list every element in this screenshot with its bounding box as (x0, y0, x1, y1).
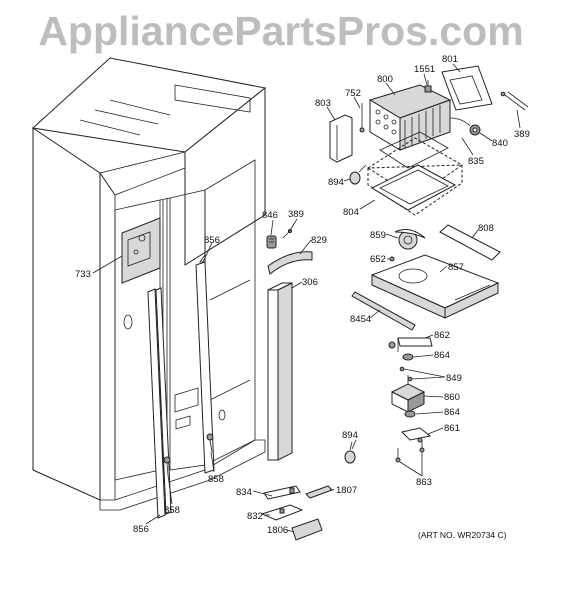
label-859: 859 (370, 230, 386, 241)
label-801: 801 (442, 54, 458, 65)
label-834: 834 (236, 487, 252, 498)
part-861-bracket (401, 427, 432, 443)
part-834-hinge (263, 485, 301, 500)
label-857: 857 (448, 262, 464, 273)
label-835: 835 (468, 156, 484, 167)
label-389-center: 389 (288, 209, 304, 220)
part-804-drain-pan (367, 131, 463, 216)
part-803-bracket (329, 114, 353, 163)
part-1807-cover (305, 485, 333, 499)
watermark-text: AppliancePartsPros.com (38, 8, 524, 54)
part-856-strip-left (147, 287, 172, 519)
part-862-bracket (388, 337, 433, 352)
label-1806: 1806 (267, 525, 288, 536)
label-894-upper: 894 (328, 177, 344, 188)
part-857-panel (370, 254, 500, 319)
label-856-lower: 856 (133, 524, 149, 535)
label-804: 804 (343, 207, 359, 218)
label-858-left: 858 (164, 505, 180, 516)
part-306-channel (267, 282, 293, 461)
label-864-lower: 864 (444, 407, 460, 418)
part-856-strip-right (195, 253, 215, 474)
label-1551: 1551 (414, 64, 435, 75)
label-306: 306 (302, 277, 318, 288)
part-860-motor (390, 375, 426, 413)
part-733-control-housing (121, 217, 161, 284)
label-856-upper: 856 (204, 235, 220, 246)
label-858-right: 858 (208, 474, 224, 485)
part-389-wire-nut (282, 228, 293, 239)
part-1551-screw (424, 80, 432, 93)
label-808: 808 (478, 223, 494, 234)
part-1806-cover (291, 518, 323, 541)
part-858-hinge-left (163, 456, 171, 476)
label-846: 846 (262, 210, 278, 221)
part-859-fan (394, 229, 426, 250)
label-1807: 1807 (336, 485, 357, 496)
part-8454-tube (351, 291, 416, 331)
part-894-lower (344, 441, 356, 464)
label-652: 652 (370, 254, 386, 265)
part-800-evaporator (368, 84, 471, 151)
part-801-cover (441, 65, 493, 111)
label-864-upper: 864 (434, 350, 450, 361)
label-829: 829 (311, 235, 327, 246)
part-864-spacer-lower (404, 410, 416, 418)
part-858-hinge-right (206, 433, 214, 453)
label-8454: 8454 (350, 314, 371, 325)
part-652-plug (389, 256, 395, 262)
label-849: 849 (446, 373, 462, 384)
label-894-lower: 894 (342, 430, 358, 441)
leader-lines (92, 63, 521, 533)
part-808-strip (439, 224, 501, 261)
part-389-wire-nuts-right (500, 91, 529, 111)
art-number: (ART NO. WR20734 C) (418, 530, 507, 540)
label-752: 752 (345, 88, 361, 99)
part-863-screws (395, 440, 425, 463)
part-829-cover (267, 251, 313, 275)
part-894-upper (349, 164, 367, 185)
label-862: 862 (434, 330, 450, 341)
label-389-right: 389 (514, 129, 530, 140)
label-861: 861 (444, 423, 460, 434)
label-803: 803 (315, 98, 331, 109)
part-832-hinge (260, 504, 304, 521)
refrigerator-cabinet (31, 57, 267, 511)
label-860: 860 (444, 392, 460, 403)
label-832: 832 (247, 511, 263, 522)
part-864-spacer-upper (402, 353, 414, 361)
label-863: 863 (416, 477, 432, 488)
part-849-screws (399, 366, 413, 382)
part-846-connector (266, 235, 277, 249)
part-labels: 1551 801 800 752 803 389 840 835 894 804… (75, 54, 530, 540)
part-840-grommet (469, 124, 481, 136)
label-800: 800 (377, 74, 393, 85)
label-840: 840 (492, 138, 508, 149)
label-733: 733 (75, 269, 91, 280)
part-752-tube (359, 103, 365, 133)
